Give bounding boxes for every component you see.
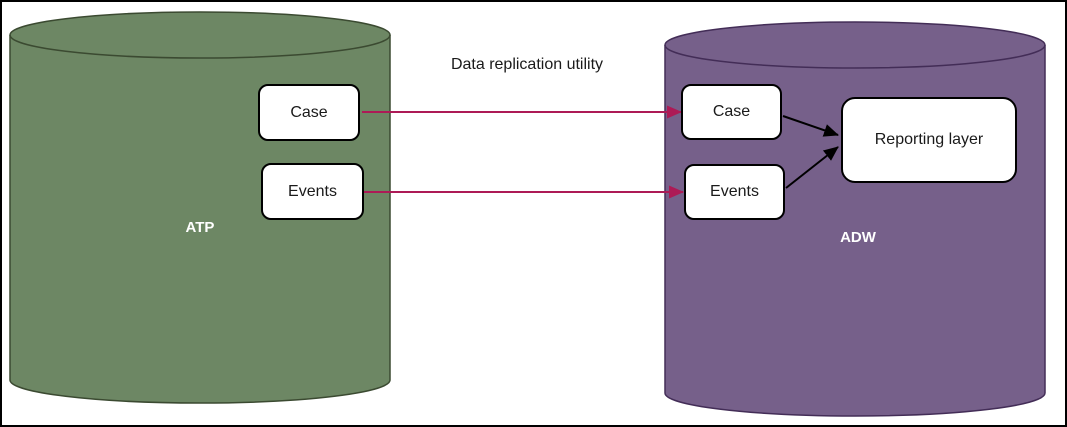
adw-case-node: Case: [681, 84, 782, 140]
atp-cylinder-rim: [9, 34, 391, 59]
flow-arrow-events-to-reporting: [785, 146, 839, 189]
atp-cylinder-label: ATP: [185, 219, 215, 236]
replication-utility-caption: Data replication utility: [450, 56, 604, 73]
atp-events-node: Events: [261, 163, 364, 220]
adw-cylinder-label: ADW: [840, 229, 876, 246]
reporting-layer-node: Reporting layer: [841, 97, 1017, 183]
adw-events-node: Events: [684, 164, 785, 220]
adw-cylinder-rim: [664, 44, 1046, 69]
flow-arrow-case-to-reporting: [782, 115, 839, 137]
atp-case-node: Case: [258, 84, 360, 141]
